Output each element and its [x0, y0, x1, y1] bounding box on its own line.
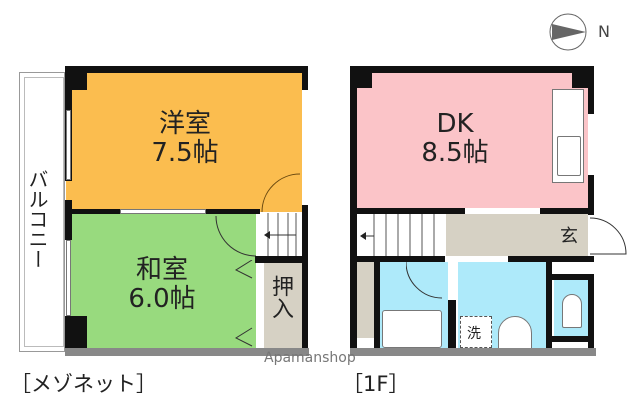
bathtub-icon: [382, 310, 442, 348]
western-room-label: 洋室 7.5帖: [110, 110, 260, 167]
japanese-room-name: 和室: [135, 255, 188, 285]
closet-label: 押入: [268, 275, 293, 319]
japanese-room: [66, 213, 256, 349]
compass: N: [548, 12, 610, 52]
dk-size: 8.5帖: [421, 137, 489, 168]
japanese-room-label: 和室 6.0帖: [92, 256, 232, 313]
storage: [354, 262, 374, 338]
hallway: [446, 214, 552, 256]
stairs: [258, 213, 302, 258]
balcony: バルコニー: [19, 72, 65, 352]
door-swing-icon: [215, 215, 257, 257]
first-floor-plan: DK 8.5帖 玄 洗: [330, 0, 640, 408]
laundry-label: 洗: [467, 326, 481, 342]
bathroom: [380, 262, 448, 350]
kitchen-counter: [552, 89, 584, 183]
japanese-room-size: 6.0帖: [128, 283, 196, 314]
dk-label: DK 8.5帖: [400, 110, 510, 167]
western-room-name: 洋室: [158, 109, 211, 139]
western-room: [66, 68, 302, 212]
sink-icon: [557, 136, 581, 176]
dk-name: DK: [436, 109, 474, 139]
first-floor-caption: ［1F］: [342, 372, 410, 396]
toilet-room: [554, 280, 588, 336]
stairs: [354, 214, 446, 256]
closet: 押入: [262, 263, 304, 349]
entrance-label: 玄: [560, 226, 578, 247]
compass-label: N: [598, 22, 610, 41]
maisonette-plan: バルコニー 洋室 7.5帖 和室 6.0帖 押入: [10, 66, 309, 396]
door-swing-icon: [406, 262, 443, 299]
western-room-size: 7.5帖: [151, 137, 219, 168]
entrance-door-icon: [590, 217, 627, 255]
stairs-arrow-icon: [264, 213, 297, 258]
washroom: 洗: [458, 262, 546, 350]
closet-door-icon: [234, 260, 253, 347]
washbasin-icon: [498, 316, 532, 350]
washing-machine-space: 洗: [460, 316, 492, 348]
maisonette-caption: ［メゾネット］: [10, 372, 157, 396]
door-swing-icon: [261, 173, 301, 213]
watermark: Apamanshop: [264, 350, 356, 366]
toilet-icon: [562, 294, 582, 328]
dk-room: [354, 68, 588, 208]
balcony-label: バルコニー: [25, 169, 49, 269]
stairs-arrow-icon: [360, 214, 435, 256]
north-arrow-icon: [549, 13, 587, 51]
entrance: 玄: [552, 214, 588, 256]
